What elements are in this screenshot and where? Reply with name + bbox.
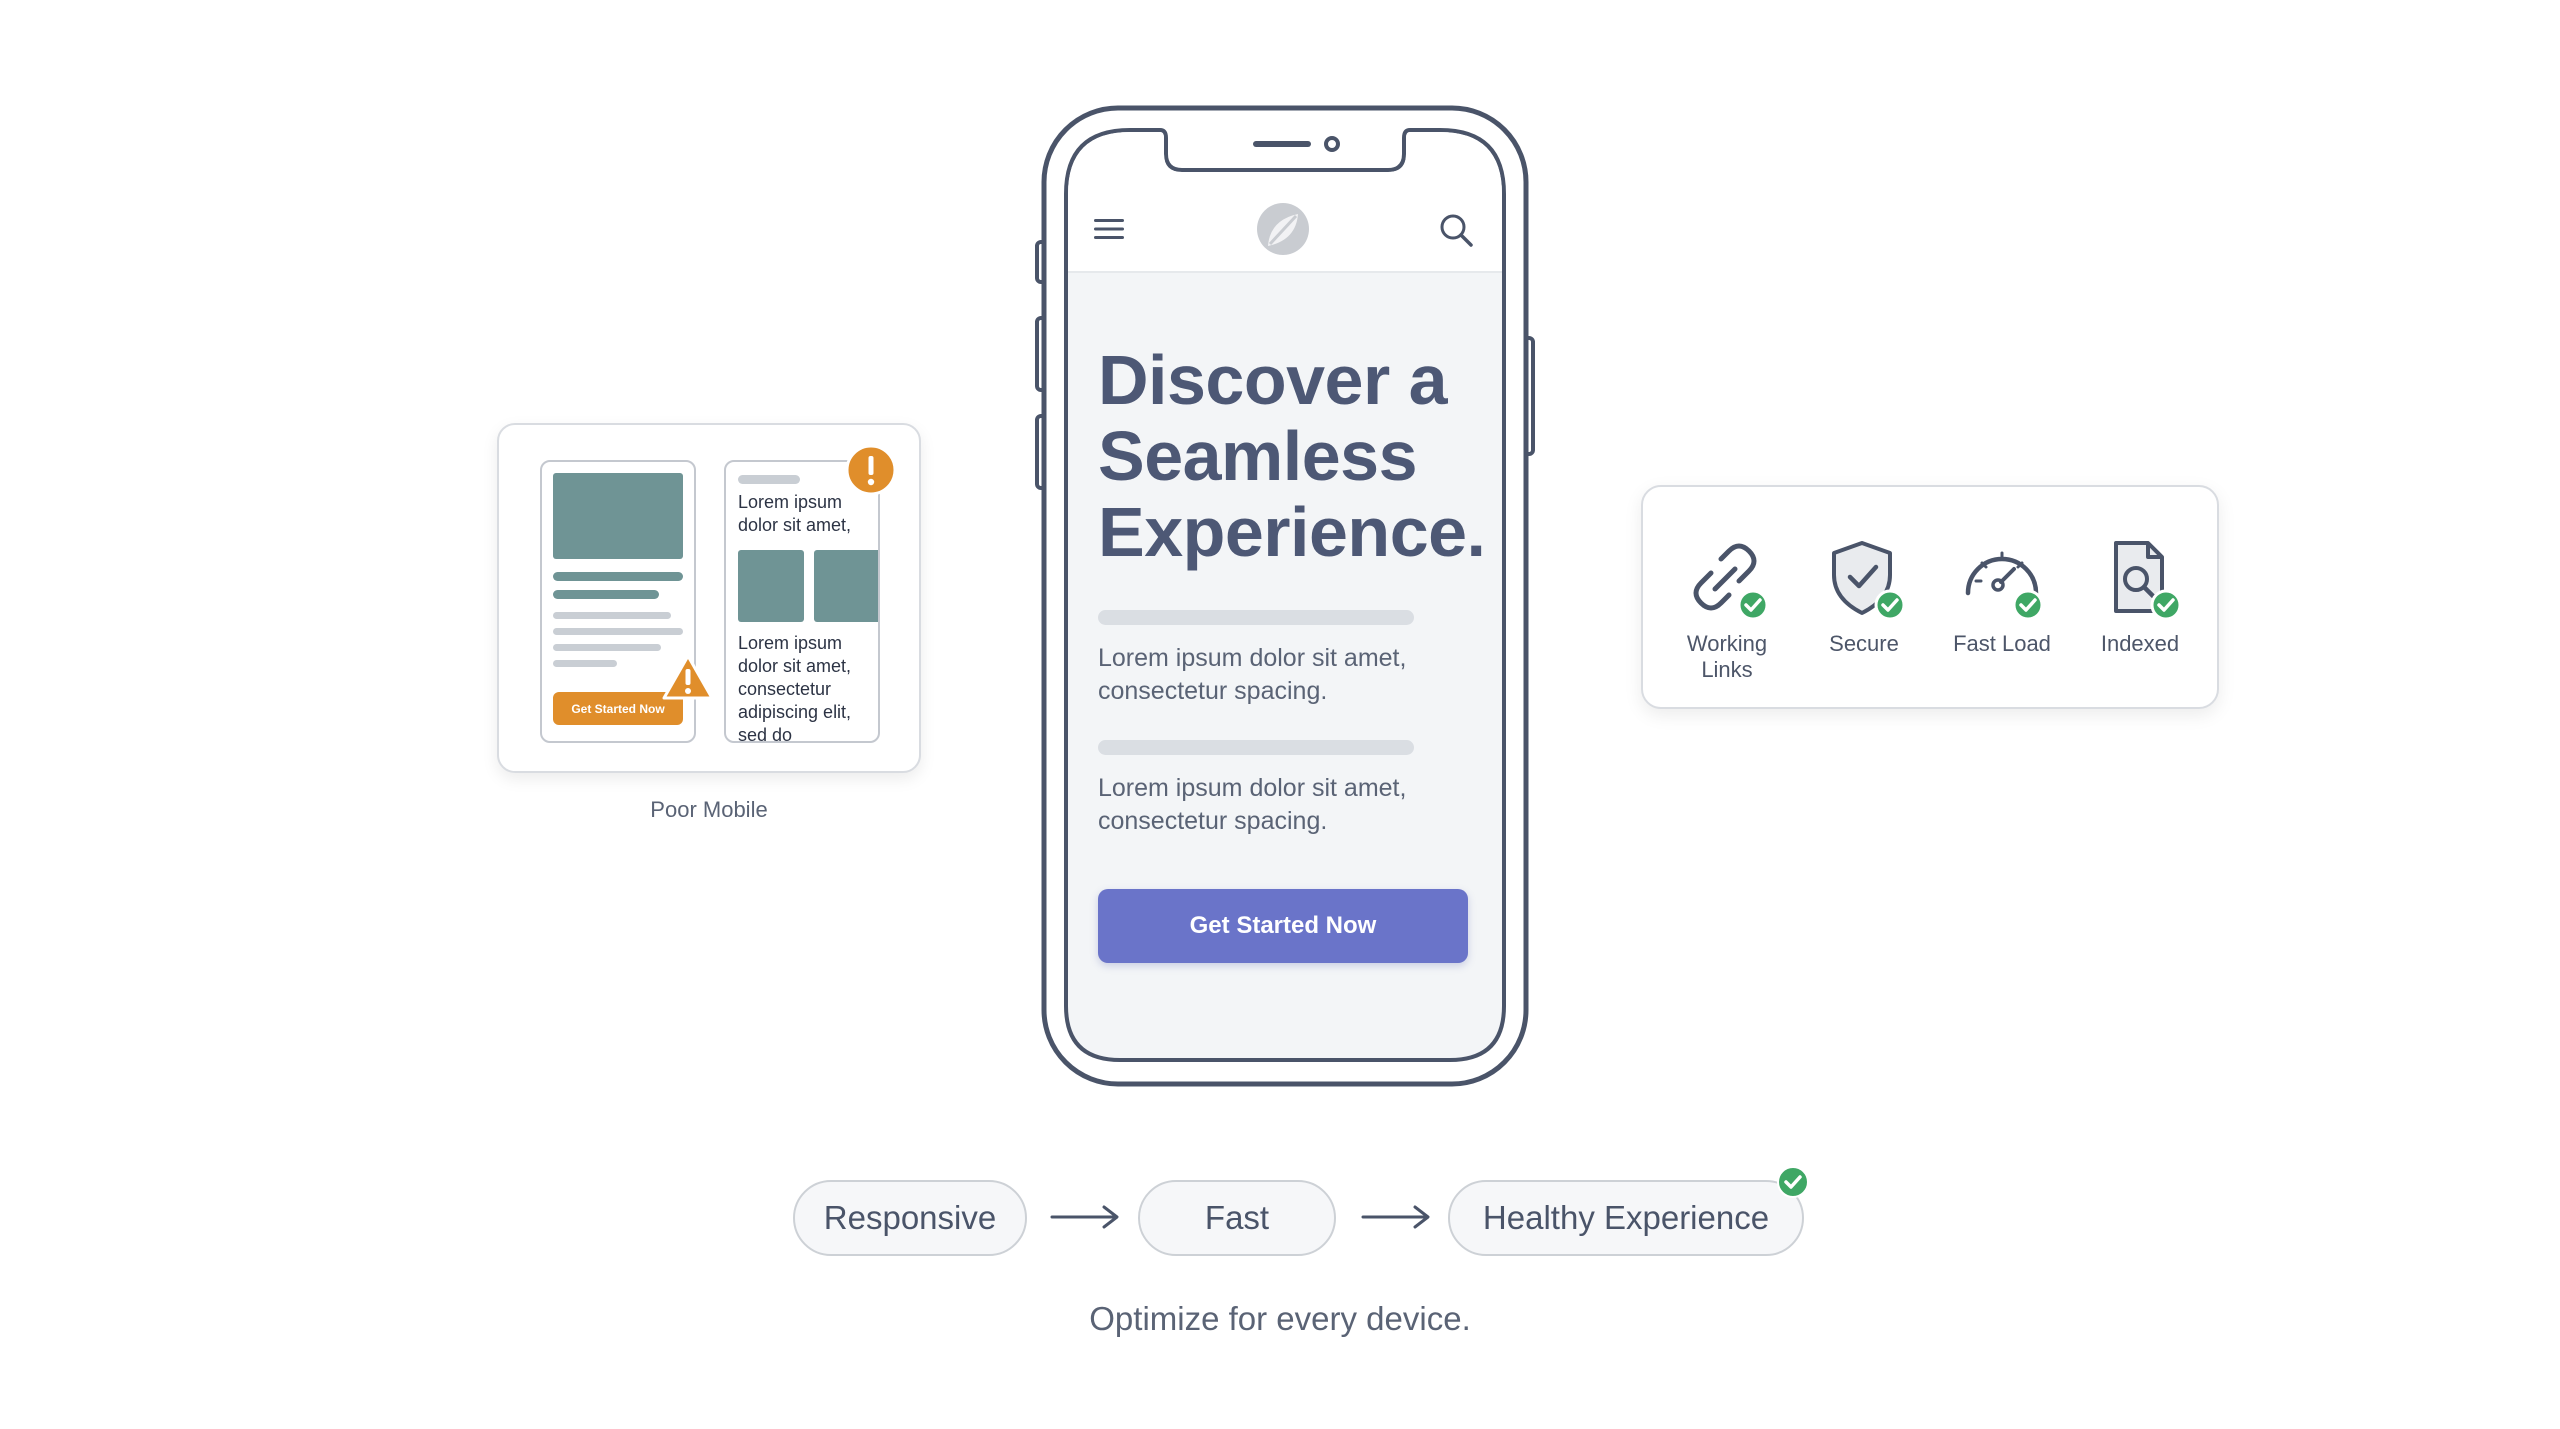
health-item-working-links: Working Links bbox=[1662, 537, 1792, 683]
phone-header bbox=[1068, 190, 1498, 282]
poor-mobile-card: Get Started Now Lorem ipsum dolor sit am… bbox=[497, 423, 921, 773]
health-label: Indexed bbox=[2100, 631, 2180, 656]
phone-frame bbox=[1035, 105, 1535, 1087]
poor-mobile-caption: Poor Mobile bbox=[650, 797, 768, 822]
text-line bbox=[553, 572, 683, 581]
get-started-button[interactable]: Get Started Now bbox=[1098, 889, 1468, 963]
image-placeholder bbox=[553, 473, 683, 559]
health-label: Working Links bbox=[1686, 631, 1768, 682]
mini-text-bottom: Lorem ipsum dolor sit amet, consectetur … bbox=[738, 633, 852, 743]
paragraph-1: Lorem ipsum dolor sit amet, consectetur … bbox=[1098, 644, 1407, 705]
warning-triangle-icon bbox=[662, 654, 714, 700]
arrow-right-icon bbox=[1361, 1205, 1430, 1229]
text-skeleton-line bbox=[1098, 740, 1414, 755]
text-skeleton-line bbox=[1098, 610, 1414, 625]
flow-step-fast: Fast bbox=[1138, 1180, 1336, 1256]
health-checks-card: Working Links Secure Fast Load bbox=[1641, 485, 2219, 709]
leaf-logo-icon[interactable] bbox=[1254, 200, 1312, 258]
arrow-right-icon bbox=[1050, 1205, 1119, 1229]
text-line bbox=[738, 475, 800, 484]
mini-phone-layout-a: Get Started Now bbox=[540, 460, 696, 743]
menu-icon[interactable] bbox=[1092, 214, 1126, 244]
search-icon[interactable] bbox=[1436, 210, 1476, 250]
health-item-fast-load: Fast Load bbox=[1937, 537, 2067, 657]
text-line bbox=[553, 644, 661, 651]
link-icon bbox=[1693, 543, 1769, 621]
mini-phone-layout-b: Lorem ipsum dolor sit amet, Lorem ipsum … bbox=[724, 460, 880, 743]
image-placeholder bbox=[738, 550, 804, 622]
shield-icon bbox=[1832, 541, 1906, 621]
mini-text-top: Lorem ipsum dolor sit amet, bbox=[738, 492, 852, 535]
health-label: Fast Load bbox=[1953, 631, 2051, 656]
image-placeholder bbox=[814, 550, 878, 622]
text-line bbox=[553, 628, 683, 635]
phone-screen: Discover a Seamless Experience. Lorem ip… bbox=[1068, 130, 1498, 1060]
alert-circle-icon bbox=[845, 444, 897, 496]
health-label: Secure bbox=[1829, 631, 1899, 656]
flow-step-healthy-experience: Healthy Experience bbox=[1448, 1180, 1804, 1256]
document-search-icon bbox=[2114, 541, 2182, 621]
flow-step-responsive: Responsive bbox=[793, 1180, 1027, 1256]
paragraph-2: Lorem ipsum dolor sit amet, consectetur … bbox=[1098, 774, 1407, 835]
text-line bbox=[553, 660, 617, 667]
hero-title: Discover a Seamless Experience. bbox=[1098, 341, 1486, 571]
speedometer-icon bbox=[1965, 551, 2044, 621]
mini-cta-button: Get Started Now bbox=[553, 692, 683, 725]
tagline: Optimize for every device. bbox=[1089, 1300, 1471, 1337]
text-line bbox=[553, 590, 659, 599]
text-line bbox=[553, 612, 671, 619]
health-item-indexed: Indexed bbox=[2075, 537, 2205, 657]
health-item-secure: Secure bbox=[1799, 537, 1929, 657]
check-circle-icon bbox=[1777, 1166, 1809, 1198]
